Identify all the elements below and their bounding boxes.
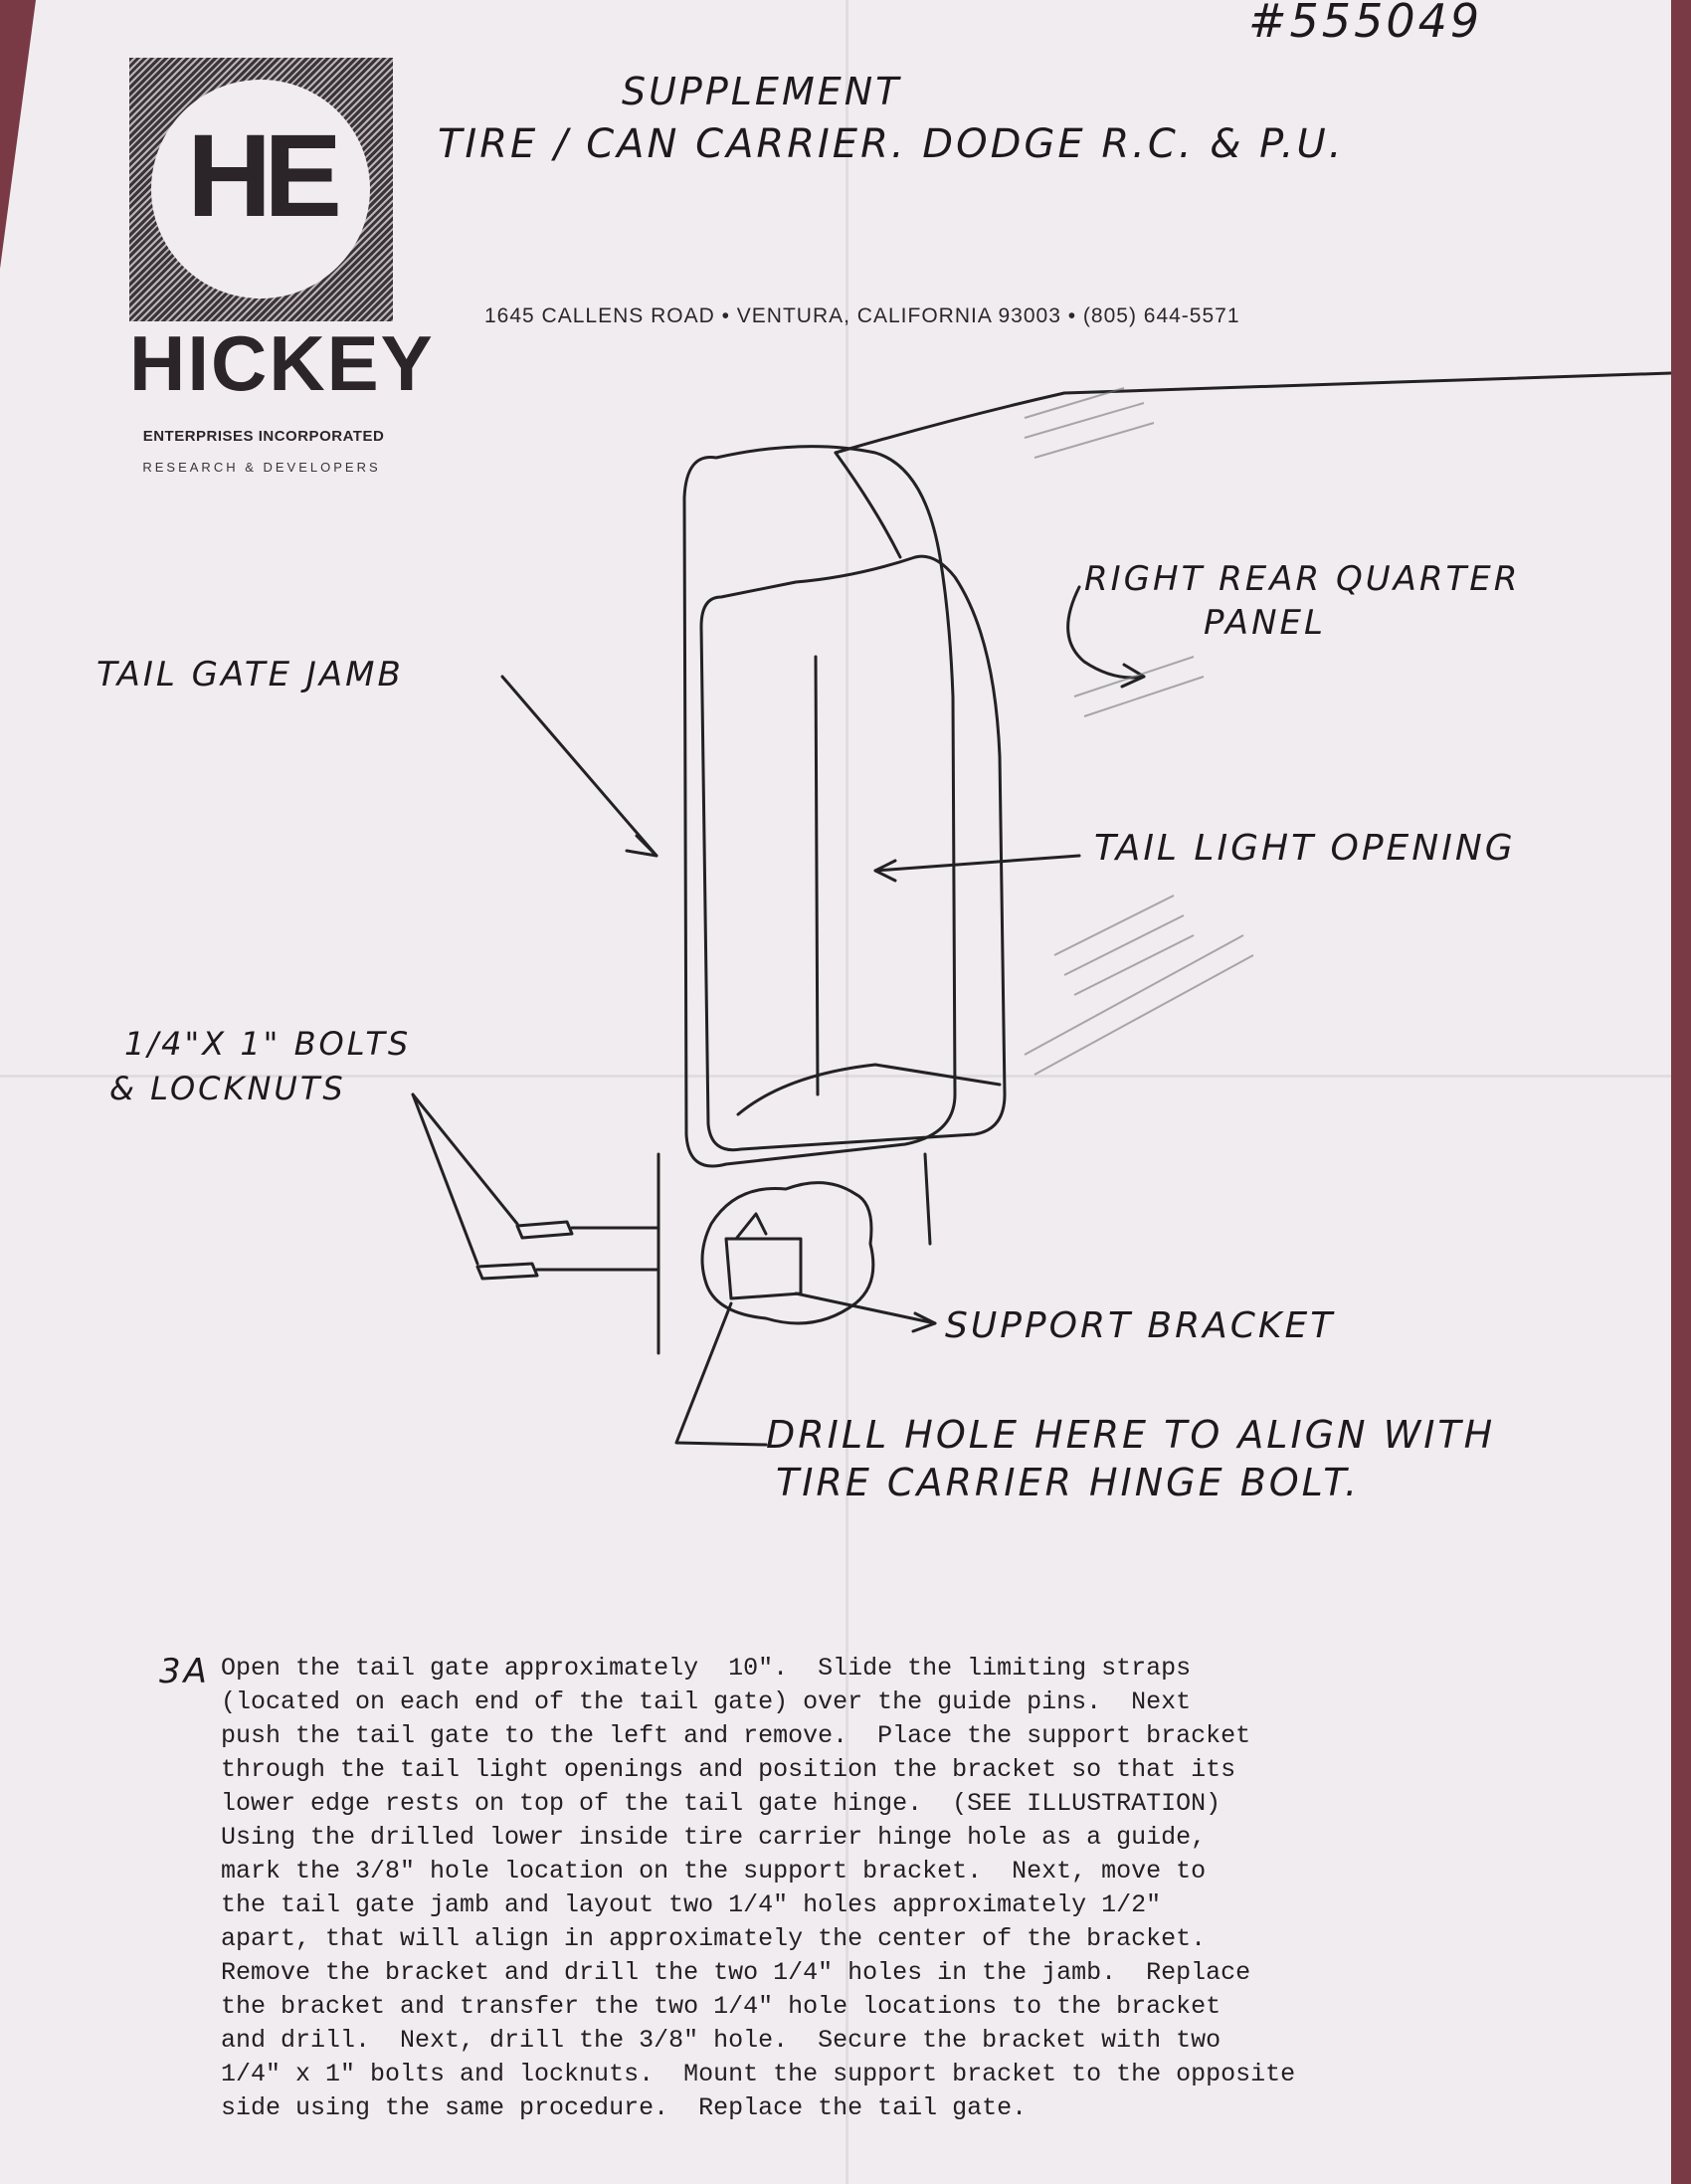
- support-bracket-plate: [724, 1237, 803, 1300]
- instruction-line: 1/4" x 1" bolts and locknuts. Mount the …: [221, 2060, 1296, 2088]
- tail-light-opening-outline: [699, 554, 1007, 1152]
- side-edge-line: [923, 1152, 932, 1246]
- support-bracket-flange: [734, 1212, 768, 1241]
- arrow-quarter-panel-head: [1120, 663, 1146, 689]
- step-label: 3A: [159, 1652, 210, 1691]
- instruction-line: Remove the bracket and drill the two 1/4…: [221, 1958, 1251, 1987]
- instruction-line: mark the 3/8" hole location on the suppo…: [221, 1857, 1207, 1886]
- instruction-line: the bracket and transfer the two 1/4" ho…: [221, 1992, 1221, 2021]
- fold-line-horizontal: [0, 1075, 1671, 1078]
- document-number: #555049: [1248, 0, 1483, 48]
- supplement-heading: SUPPLEMENT: [622, 70, 902, 113]
- instruction-line: Open the tail gate approximately 10". Sl…: [221, 1654, 1192, 1683]
- instruction-line: through the tail light openings and posi…: [221, 1755, 1236, 1784]
- label-tail-light-opening: TAIL LIGHT OPENING: [1094, 828, 1516, 869]
- instruction-line: the tail gate jamb and layout two 1/4" h…: [221, 1890, 1162, 1919]
- arrow-bolt-1: [411, 1092, 519, 1226]
- quarter-panel-side: [834, 451, 902, 559]
- quarter-panel-top: [834, 371, 1671, 455]
- logo-monogram: HE: [187, 110, 342, 242]
- arrow-jamb-head: [625, 834, 658, 858]
- label-tail-gate-jamb: TAIL GATE JAMB: [96, 655, 404, 695]
- arrow-bolt-2: [411, 1092, 479, 1266]
- instruction-line: Using the drilled lower inside tire carr…: [221, 1823, 1207, 1852]
- bolt-upper: [515, 1220, 574, 1240]
- hatch-marks: [1024, 387, 1254, 1076]
- fold-line-vertical: [846, 0, 848, 2184]
- inner-panel-line: [814, 655, 820, 1096]
- inner-corner-line: [736, 1063, 1002, 1116]
- instruction-line: lower edge rests on top of the tail gate…: [221, 1789, 1221, 1818]
- label-drill-hole: DRILL HOLE HERE TO ALIGN WITH: [766, 1413, 1496, 1457]
- bolt-lower: [475, 1262, 539, 1281]
- company-logo: HE HICKEY ENTERPRISES INCORPORATED RESEA…: [129, 58, 435, 476]
- label-quarter-panel-2: PANEL: [1204, 603, 1326, 643]
- arrow-tail-light-head: [873, 859, 897, 883]
- company-address: 1645 CALLENS ROAD • VENTURA, CALIFORNIA …: [484, 304, 1240, 327]
- arrow-quarter-panel: [1066, 585, 1146, 680]
- label-hinge-bolt: TIRE CARRIER HINGE BOLT.: [776, 1461, 1361, 1504]
- instruction-line: push the tail gate to the left and remov…: [221, 1721, 1251, 1750]
- arrow-tail-light: [873, 854, 1081, 873]
- arrow-bracket-head: [911, 1311, 937, 1333]
- product-title: TIRE / CAN CARRIER. DODGE R.C. & P.U.: [438, 121, 1345, 167]
- instruction-line: and drill. Next, drill the 3/8" hole. Se…: [221, 2026, 1221, 2055]
- label-support-bracket: SUPPORT BRACKET: [945, 1305, 1336, 1346]
- label-bolts: 1/4"X 1" BOLTS: [124, 1025, 412, 1063]
- logo-subtitle: ENTERPRISES INCORPORATED: [142, 428, 385, 445]
- logo-tagline: RESEARCH & DEVELOPERS: [142, 460, 381, 475]
- instruction-line: apart, that will align in approximately …: [221, 1924, 1207, 1953]
- instruction-line: side using the same procedure. Replace t…: [221, 2093, 1028, 2122]
- folded-corner: [0, 0, 36, 269]
- arrow-jamb: [500, 675, 658, 858]
- label-locknuts: & LOCKNUTS: [109, 1070, 346, 1107]
- leader-drill: [674, 1301, 768, 1447]
- arrow-bracket: [794, 1291, 937, 1325]
- instruction-line: (located on each end of the tail gate) o…: [221, 1688, 1192, 1716]
- label-quarter-panel: RIGHT REAR QUARTER: [1084, 559, 1521, 599]
- logo-circle: [151, 80, 370, 298]
- logo-company-name: HICKEY: [129, 319, 435, 407]
- support-bracket-patch: [700, 1181, 875, 1325]
- tail-gate-jamb-outline: [682, 445, 957, 1168]
